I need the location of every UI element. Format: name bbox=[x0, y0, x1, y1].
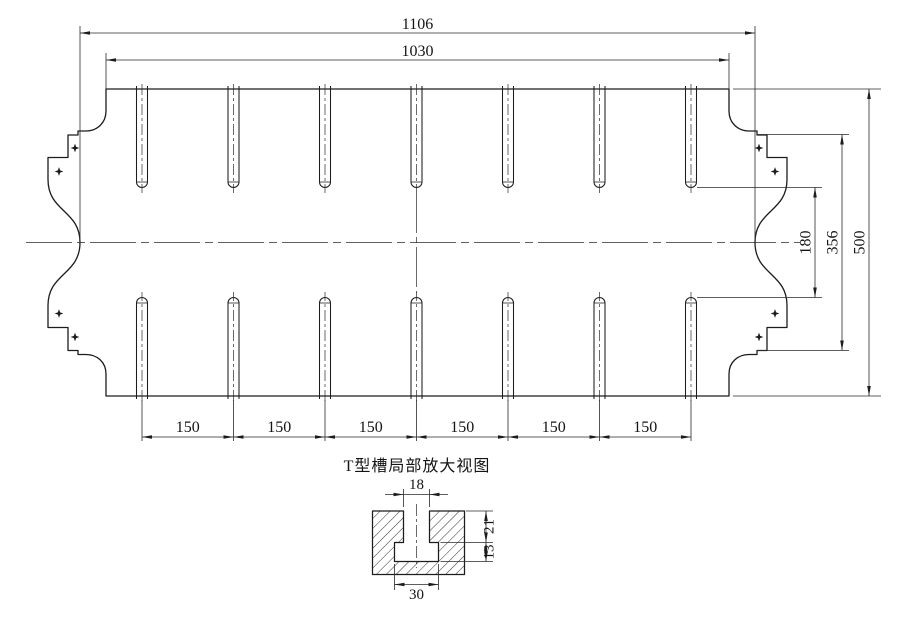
dim-slot-pitch: 150 bbox=[267, 419, 291, 436]
dim-slot-opening-width: 18 bbox=[409, 477, 424, 493]
t-slots-bottom-row bbox=[135, 291, 698, 402]
dim-end-step-span: 356 bbox=[825, 231, 842, 255]
table-body-outline bbox=[47, 88, 788, 397]
dimension-arrows bbox=[80, 31, 871, 439]
dim-slot-pitch: 150 bbox=[542, 419, 566, 436]
dim-slot-field-length: 1030 bbox=[402, 43, 434, 60]
star-marker-icon bbox=[70, 332, 80, 342]
dimension-lines bbox=[80, 32, 870, 438]
t-slot-cross-section bbox=[371, 510, 466, 576]
t-slot bbox=[135, 291, 149, 402]
t-slot bbox=[684, 291, 698, 402]
t-slot bbox=[593, 83, 606, 194]
dim-slot-pitch: 150 bbox=[633, 419, 657, 436]
detail-extension-lines bbox=[394, 489, 493, 590]
dim-center-gap: 180 bbox=[798, 231, 815, 255]
t-slot bbox=[410, 83, 423, 194]
dim-slot-neck-depth: 21 bbox=[481, 519, 497, 534]
star-marker-icon bbox=[770, 309, 780, 318]
detail-view: T型槽局部放大视图 18 21 13 30 bbox=[344, 457, 498, 603]
main-view: 1106 1030 500 356 180 150 150 150 150 15… bbox=[26, 16, 881, 441]
star-marker-icon bbox=[770, 167, 780, 176]
dim-slot-pitch: 150 bbox=[450, 419, 474, 436]
t-slot bbox=[318, 291, 332, 402]
star-marker-icon bbox=[54, 309, 64, 318]
star-marker-icon bbox=[754, 332, 764, 342]
dim-overall-width: 500 bbox=[852, 231, 869, 255]
dim-slot-pitch: 150 bbox=[359, 419, 383, 436]
t-slot bbox=[501, 291, 515, 402]
dim-slot-base-width: 30 bbox=[409, 587, 424, 603]
dim-slot-pitch: 150 bbox=[176, 419, 200, 436]
t-slot bbox=[135, 83, 149, 194]
extension-lines bbox=[79, 26, 881, 441]
t-slot bbox=[227, 83, 240, 194]
slot-pitch-labels: 150 150 150 150 150 150 bbox=[176, 419, 658, 436]
t-slot bbox=[318, 83, 332, 194]
t-slot bbox=[593, 291, 606, 402]
star-marker-icon bbox=[54, 167, 64, 176]
t-slot bbox=[227, 291, 240, 402]
t-slot bbox=[684, 83, 698, 194]
dim-overall-length: 1106 bbox=[402, 16, 433, 33]
t-slot bbox=[410, 291, 423, 402]
star-marker-icon bbox=[754, 143, 764, 153]
t-slot bbox=[501, 83, 515, 194]
detail-view-title: T型槽局部放大视图 bbox=[344, 457, 491, 475]
t-slots-top-row bbox=[135, 83, 698, 194]
star-marker-icon bbox=[70, 143, 80, 153]
dim-slot-base-height: 13 bbox=[481, 545, 497, 560]
